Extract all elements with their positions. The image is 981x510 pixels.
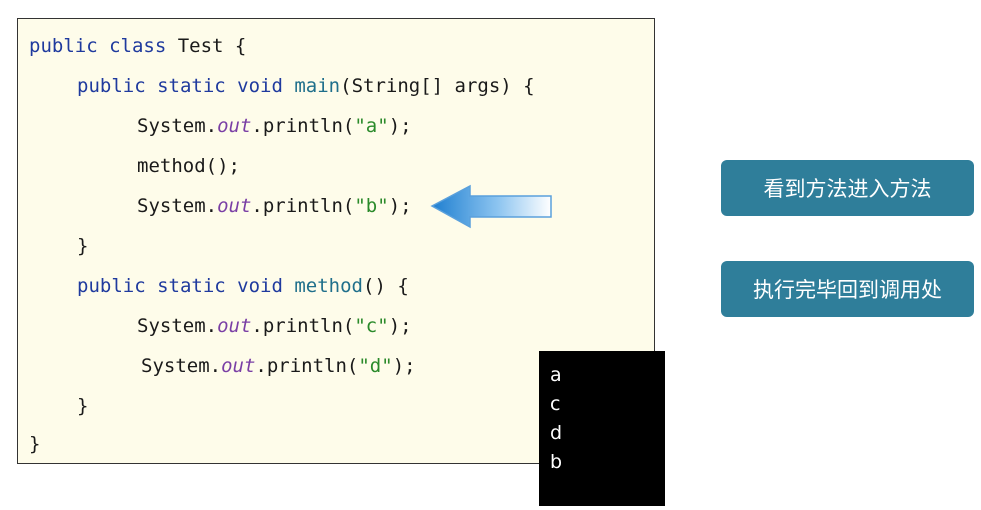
- console-line: a: [550, 364, 562, 386]
- string-literal: "c": [354, 315, 389, 337]
- code-text: System.: [137, 115, 218, 137]
- code-line-method-decl: public static void method() {: [77, 274, 409, 298]
- code-text: .println(: [255, 355, 359, 377]
- code-text: }: [77, 235, 89, 257]
- method-name: main: [294, 75, 341, 97]
- keyword: public class: [29, 35, 167, 57]
- console-line: c: [550, 393, 561, 415]
- code-text: }: [29, 433, 41, 455]
- string-literal: "d": [358, 355, 393, 377]
- code-text: .println(: [251, 195, 355, 217]
- code-line-close-main: }: [77, 234, 88, 258]
- code-line-close-class: }: [29, 432, 40, 456]
- code-line-print-c: System.out.println("c");: [137, 314, 412, 338]
- field-name: out: [217, 195, 252, 217]
- code-text: .println(: [251, 315, 355, 337]
- code-line-main-decl: public static void main(String[] args) {: [77, 74, 535, 98]
- code-text: );: [388, 195, 412, 217]
- code-text: System.: [137, 315, 218, 337]
- console-output: a c d b: [539, 351, 665, 506]
- code-text: () {: [363, 275, 409, 297]
- keyword: public static void: [77, 275, 283, 297]
- code-line-print-b: System.out.println("b");: [137, 194, 412, 218]
- return-to-caller-button[interactable]: 执行完毕回到调用处: [721, 261, 974, 317]
- code-text: );: [392, 355, 416, 377]
- code-text: System.: [141, 355, 222, 377]
- current-line-arrow-icon: [430, 184, 552, 229]
- code-text: System.: [137, 195, 218, 217]
- code-line-class-decl: public class Test {: [29, 34, 246, 58]
- console-line: b: [550, 451, 563, 473]
- field-name: out: [217, 315, 252, 337]
- code-text: method();: [137, 155, 240, 177]
- code-text: Test {: [166, 35, 247, 57]
- field-name: out: [217, 115, 252, 137]
- code-text: (String[] args) {: [340, 75, 535, 97]
- code-line-method-call: method();: [137, 154, 240, 178]
- console-line: d: [550, 422, 563, 444]
- method-name: method: [294, 275, 363, 297]
- code-text: );: [388, 315, 412, 337]
- code-text: .println(: [251, 115, 355, 137]
- string-literal: "a": [354, 115, 389, 137]
- code-line-close-method: }: [77, 394, 88, 418]
- see-method-enter-button[interactable]: 看到方法进入方法: [721, 160, 974, 216]
- field-name: out: [221, 355, 256, 377]
- keyword: public static void: [77, 75, 283, 97]
- code-text: );: [388, 115, 412, 137]
- code-line-print-d: System.out.println("d");: [141, 354, 416, 378]
- code-text: }: [77, 395, 89, 417]
- string-literal: "b": [354, 195, 389, 217]
- code-line-print-a: System.out.println("a");: [137, 114, 412, 138]
